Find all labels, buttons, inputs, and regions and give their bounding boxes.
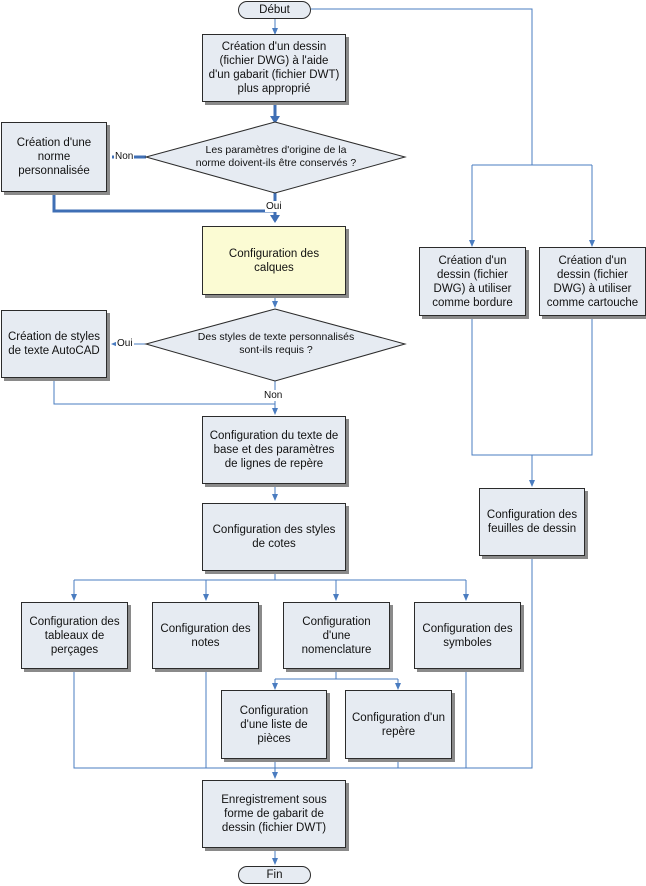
step-base-text[interactable]: Configuration du texte de base et des pa… <box>202 416 346 484</box>
step-dim-styles-label: Configuration des styles de cotes <box>212 524 336 550</box>
label-no-1: Non <box>114 151 135 162</box>
step-titleblock-drawing-label: Création d'un dessin (fichier DWG) à uti… <box>546 254 639 309</box>
step-create-drawing[interactable]: Création d'un dessin (fichier DWG) à l'a… <box>202 34 346 102</box>
connector-textstyles-return <box>53 378 275 405</box>
step-sheets-label: Configuration des feuilles de dessin <box>486 509 578 535</box>
step-border-drawing[interactable]: Création d'un dessin (fichier DWG) à uti… <box>419 247 526 316</box>
decision-diamond-text-styles <box>144 308 407 382</box>
arrowhead-layers <box>270 215 280 223</box>
step-balloon[interactable]: Configuration d'un repère <box>345 690 452 759</box>
end-label: Fin <box>266 869 283 881</box>
step-layers[interactable]: Configuration des calques <box>202 226 346 295</box>
step-border-drawing-label: Création d'un dessin (fichier DWG) à uti… <box>432 254 513 309</box>
connector-border-down <box>471 316 532 456</box>
decision-diamond-origin <box>144 121 407 194</box>
step-balloon-label: Configuration d'un repère <box>352 711 445 738</box>
step-dim-styles[interactable]: Configuration des styles de cotes <box>202 503 346 571</box>
step-text-styles-label: Création de styles de texte AutoCAD <box>7 331 101 357</box>
label-yes-2: Oui <box>116 338 134 349</box>
decision-text-styles-text: Des styles de texte personnalisés sont-i… <box>197 331 355 356</box>
step-notes-label: Configuration des notes <box>160 622 251 649</box>
step-symbols-label: Configuration des symboles <box>422 622 513 649</box>
label-yes-1: Oui <box>265 201 283 212</box>
connector-custom-return <box>52 192 275 213</box>
connector-titleblock-down <box>532 316 593 456</box>
step-custom-standard[interactable]: Création d'une norme personnalisée <box>1 122 107 192</box>
step-parts-list[interactable]: Configuration d'une liste de pièces <box>221 690 327 759</box>
start-label: Début <box>259 4 290 16</box>
step-hole-tables[interactable]: Configuration des tableaux de perçages <box>21 602 128 669</box>
step-save-template[interactable]: Enregistrement sous forme de gabarit de … <box>202 780 346 848</box>
step-layers-label: Configuration des calques <box>228 247 320 274</box>
connector-bottom-collector <box>73 669 466 769</box>
step-nomenclature-label: Configuration d'une nomenclature <box>301 615 372 656</box>
step-sheets[interactable]: Configuration des feuilles de dessin <box>479 488 585 556</box>
step-hole-tables-label: Configuration des tableaux de perçages <box>29 615 120 656</box>
connector-start-right-branch <box>311 8 533 165</box>
end-terminal[interactable]: Fin <box>238 866 311 884</box>
decision-origin-text: Les paramètres d'origine de la norme doi… <box>195 144 357 169</box>
arrowhead-decision1 <box>270 116 280 124</box>
step-save-template-label: Enregistrement sous forme de gabarit de … <box>221 794 327 834</box>
step-base-text-label: Configuration du texte de base et des pa… <box>209 430 339 470</box>
step-create-drawing-label: Création d'un dessin (fichier DWG) à l'a… <box>208 41 340 95</box>
label-no-2: Non <box>263 390 284 401</box>
step-nomenclature[interactable]: Configuration d'une nomenclature <box>283 602 390 669</box>
step-parts-list-label: Configuration d'une liste de pièces <box>239 704 309 745</box>
step-custom-standard-label: Création d'une norme personnalisée <box>16 137 92 177</box>
step-notes[interactable]: Configuration des notes <box>152 602 259 669</box>
step-titleblock-drawing[interactable]: Création d'un dessin (fichier DWG) à uti… <box>539 247 646 316</box>
step-text-styles[interactable]: Création de styles de texte AutoCAD <box>1 310 107 378</box>
start-terminal[interactable]: Début <box>238 1 311 19</box>
step-symbols[interactable]: Configuration des symboles <box>414 602 521 669</box>
